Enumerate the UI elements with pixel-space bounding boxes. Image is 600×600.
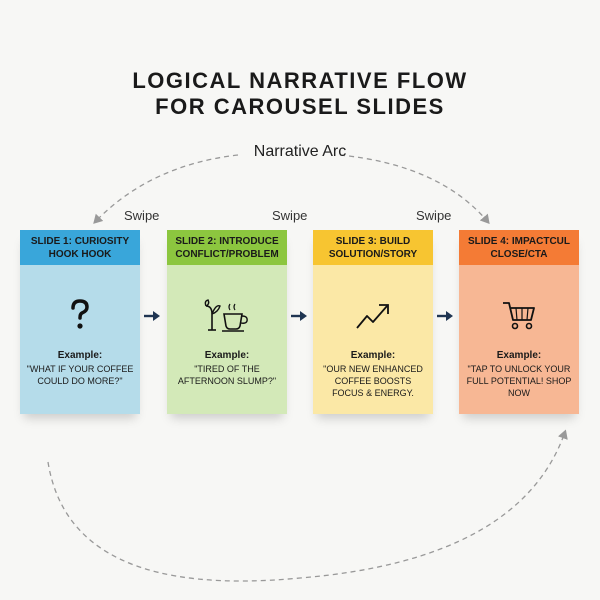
example-text: "TIRED OF THE AFTERNOON SLUMP?" (177, 364, 277, 386)
slide-heading: SLIDE 3: BUILD SOLUTION/STORY (313, 230, 433, 265)
trending-up-arrow-icon (313, 282, 433, 348)
example-text: "WHAT IF YOUR COFFEE COULD DO MORE?" (26, 364, 134, 386)
example-label: Example: (57, 350, 103, 361)
swipe-label-3: Swipe (416, 208, 452, 223)
example-label: Example: (350, 350, 396, 361)
page-title: LOGICAL NARRATIVE FLOW FOR CAROUSEL SLID… (0, 68, 600, 120)
top-arc-left (93, 154, 239, 224)
next-arrow-icon-3 (437, 311, 453, 321)
slide-card-3: SLIDE 3: BUILD SOLUTION/STORY Example: "… (313, 230, 433, 414)
slide-heading: SLIDE 4: IMPACTCUL CLOSE/CTA (459, 230, 579, 265)
question-mark-icon (20, 282, 140, 348)
example-text: "TAP TO UNLOCK YOUR FULL POTENTIAL! SHOP… (466, 364, 572, 398)
next-arrow-icon-1 (144, 311, 160, 321)
shopping-cart-icon (459, 282, 579, 348)
next-arrow-icon-2 (291, 311, 307, 321)
narrative-arc-label: Narrative Arc (253, 143, 347, 160)
bottom-loop-arc (47, 429, 568, 582)
swipe-label-1: Swipe (124, 208, 160, 223)
slide-card-1: SLIDE 1: CURIOSITY HOOK HOOK Example: "W… (20, 230, 140, 414)
example-text: "OUR NEW ENHANCED COFFEE BOOSTS FOCUS & … (323, 364, 423, 398)
slide-card-4: SLIDE 4: IMPACTCUL CLOSE/CTA Example: "T… (459, 230, 579, 414)
swipe-label-2: Swipe (272, 208, 308, 223)
slide-heading: SLIDE 1: CURIOSITY HOOK HOOK (20, 230, 140, 265)
top-arc-right (339, 154, 490, 224)
example-label: Example: (204, 350, 250, 361)
slide-card-2: SLIDE 2: INTRODUCE CONFLICT/PROBLEM Exam… (167, 230, 287, 414)
wilted-plant-coffee-cup-icon (167, 282, 287, 348)
slide-heading: SLIDE 2: INTRODUCE CONFLICT/PROBLEM (167, 230, 287, 265)
title-line-1: LOGICAL NARRATIVE FLOW (132, 68, 468, 93)
example-label: Example: (496, 350, 542, 361)
title-line-2: FOR CAROUSEL SLIDES (155, 94, 445, 119)
